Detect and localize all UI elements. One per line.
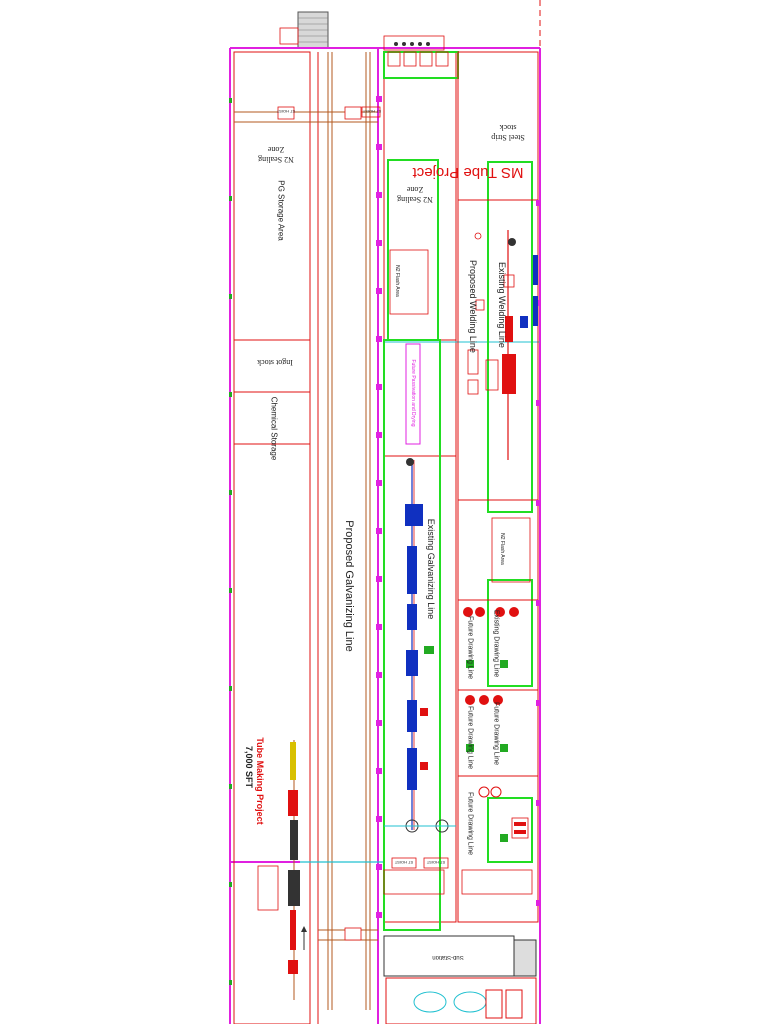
hoist-box bbox=[277, 106, 295, 120]
st-hoist-label: ST HOIST bbox=[362, 109, 382, 114]
building-walls bbox=[229, 47, 541, 1024]
st-hoist-label: ST HOIST bbox=[276, 109, 296, 114]
n2-sealing-zone-left-label: N2 Sealing Zone bbox=[246, 144, 306, 164]
storage-box bbox=[383, 869, 445, 895]
entry-box bbox=[279, 27, 299, 45]
ingot-stock-label: Ingot stock bbox=[257, 358, 293, 367]
tube-making-equipment bbox=[257, 740, 307, 1000]
label-line: Zone bbox=[406, 185, 424, 194]
existing-galvanizing-line-label: Existing Galvanizing Line bbox=[426, 518, 436, 620]
sub-station-label: Sub-Station bbox=[432, 954, 464, 960]
sub-station bbox=[383, 935, 537, 1024]
n2-flash-area-box-top bbox=[389, 249, 429, 315]
future-drawing-line-4-label: Future Drawing Line bbox=[466, 791, 474, 856]
existing-welding-line-equipment bbox=[474, 230, 528, 460]
steel-strip-stock-label: Steel Strip stock bbox=[478, 122, 538, 142]
n2-flash-area-box-mid bbox=[491, 517, 531, 583]
n2-flash-area-mid-label: N2 Flash Area bbox=[499, 533, 505, 565]
label-line: stock bbox=[499, 123, 517, 132]
existing-galvanizing-line-equipment bbox=[384, 458, 456, 833]
st-hoist-label: ST HOIST bbox=[394, 860, 414, 865]
column-markers-mid bbox=[376, 96, 382, 918]
future-drawing-line-3-label: Future Drawing Line bbox=[492, 701, 500, 766]
tube-making-project-label: Tube Making Project bbox=[255, 737, 265, 825]
storage-box bbox=[461, 869, 533, 895]
proposed-welding-line-equipment bbox=[467, 299, 499, 395]
future-drawing-line-2-label: Future Drawing Line bbox=[466, 705, 474, 770]
hoist-box bbox=[344, 106, 362, 120]
label-line: N2 Sealing bbox=[258, 155, 294, 164]
right-bay bbox=[457, 51, 539, 923]
label-line: Zone bbox=[267, 145, 285, 154]
column-markers-left bbox=[229, 98, 232, 985]
future-passivation-label: Future Passivation and Drying bbox=[410, 359, 416, 427]
future-drawing-line-1-label: Future Drawing Line bbox=[466, 615, 474, 680]
door-marker bbox=[533, 296, 538, 326]
drawing-line-equipment bbox=[463, 607, 529, 842]
n2-sealing-zone-right-label: N2 Sealing Zone bbox=[390, 184, 440, 204]
future-passivation-box bbox=[405, 343, 421, 445]
existing-drawing-line-label: Existing Drawing Line bbox=[492, 609, 500, 678]
st-hoist-label: ST HOIST bbox=[426, 860, 446, 865]
column-markers-right bbox=[536, 200, 541, 906]
existing-welding-line-label: Existing Welding Line bbox=[497, 262, 507, 348]
hoist-box bbox=[344, 927, 362, 941]
label-line: Steel Strip bbox=[491, 133, 525, 142]
chemical-storage-label: Chemical Storage bbox=[269, 396, 279, 461]
door-marker bbox=[533, 255, 538, 285]
n2-flash-area-top-label: N2 Flash Area bbox=[394, 265, 400, 297]
galvanizing-bay bbox=[383, 51, 457, 923]
crane-rails bbox=[234, 52, 378, 1010]
tube-making-area-label: 7,000 SFT bbox=[244, 745, 254, 789]
pg-storage-area-label: PG Storage Area bbox=[276, 180, 286, 241]
proposed-galvanizing-line-label: Proposed Galvanizing Line bbox=[343, 520, 355, 652]
ms-tube-project-label: MS Tube Project bbox=[412, 164, 524, 181]
label-line: N2 Sealing bbox=[397, 195, 433, 204]
proposed-welding-line-label: Proposed Welding Line bbox=[468, 260, 478, 353]
top-equipment bbox=[383, 35, 449, 67]
